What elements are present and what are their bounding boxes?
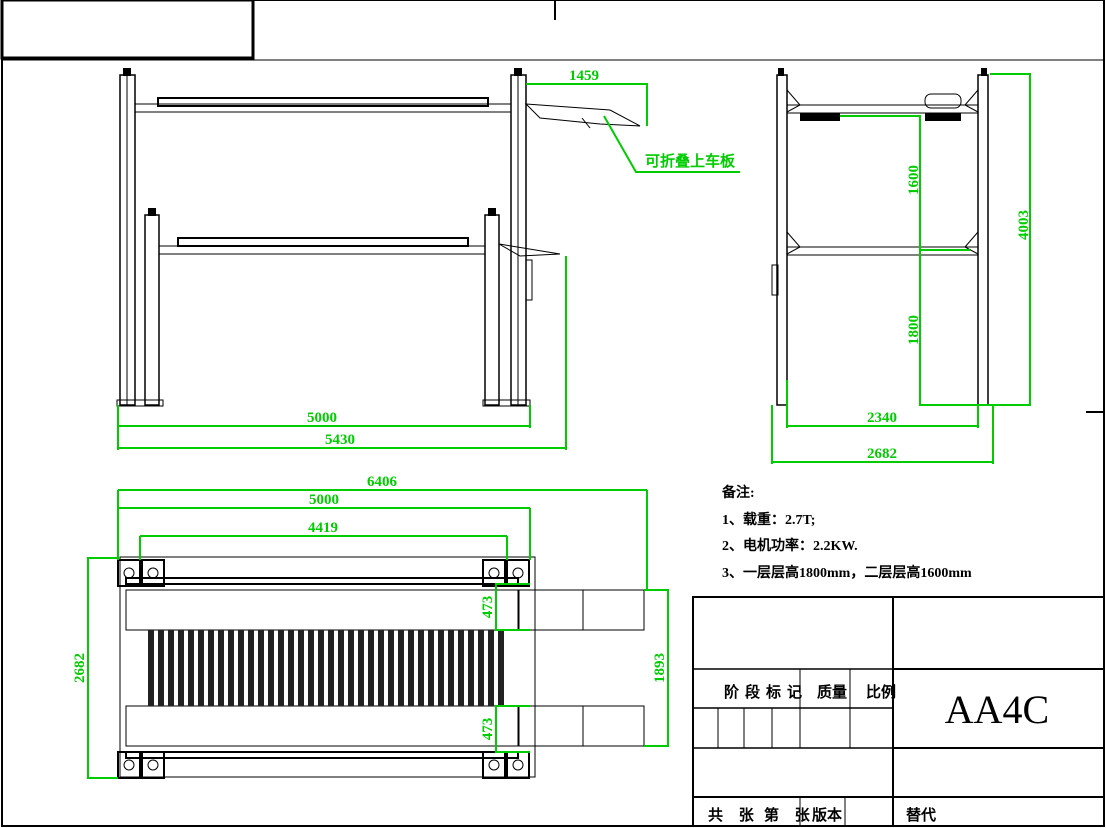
grating-slat <box>268 630 274 706</box>
grating-slat <box>198 630 204 706</box>
grating-slat <box>248 630 254 706</box>
grating-slat <box>378 630 384 706</box>
grating-slat <box>278 630 284 706</box>
tb-model-number: AA4C <box>945 687 1049 732</box>
top-dimensions: 6406 5000 4419 2682 473 473 1893 <box>72 474 669 779</box>
dim-6406: 6406 <box>367 474 398 490</box>
grating-slat <box>418 630 424 706</box>
grating-slat <box>468 630 474 706</box>
dim-4419: 4419 <box>308 520 338 536</box>
tb-version: 版本 <box>812 806 842 824</box>
grating-slat <box>368 630 374 706</box>
grating-slat <box>218 630 224 706</box>
grating-slat <box>338 630 344 706</box>
grating-slat <box>498 630 504 706</box>
dim-5430: 5430 <box>325 432 355 448</box>
grating-slat <box>408 630 414 706</box>
dim-4003: 4003 <box>1016 210 1032 240</box>
note-motor-power: 2、电机功率：2.2KW. <box>722 537 858 554</box>
dim-1800: 1800 <box>906 315 922 345</box>
front-dimensions: 1459 可折叠上车板 5000 5430 <box>117 68 740 450</box>
note-load: 1、载重：2.7T; <box>722 511 815 528</box>
dim-1600: 1600 <box>906 165 922 195</box>
tb-stage-mark: 阶段标记 <box>724 683 808 701</box>
grating-slat <box>328 630 334 706</box>
tb-replaces: 替代 <box>906 806 936 824</box>
grating-slat <box>258 630 264 706</box>
notes: 备注: 1、载重：2.7T; 2、电机功率：2.2KW. 3、一层层高1800m… <box>721 484 972 581</box>
grating-slat <box>308 630 314 706</box>
grating-slat <box>318 630 324 706</box>
grating-slat <box>388 630 394 706</box>
tb-scale: 比例 <box>866 683 896 701</box>
dim-473-lower: 473 <box>480 718 496 741</box>
grating-slat <box>178 630 184 706</box>
dim-2682-top: 2682 <box>72 653 88 683</box>
dim-2682-side: 2682 <box>867 446 897 462</box>
dim-1893: 1893 <box>652 653 668 683</box>
grating-slat <box>488 630 494 706</box>
grating-slat <box>458 630 464 706</box>
grating-slat <box>348 630 354 706</box>
callout-folding-ramp: 可折叠上车板 <box>645 152 736 170</box>
front-view <box>116 68 641 407</box>
notes-heading: 备注: <box>721 484 755 501</box>
side-view <box>771 68 989 406</box>
dim-5000-top: 5000 <box>309 492 339 508</box>
grating-slat <box>358 630 364 706</box>
tb-sheet-no: 第 张 <box>764 806 816 824</box>
dim-5000-front: 5000 <box>307 410 337 426</box>
grating-slat <box>438 630 444 706</box>
title-block: 阶段标记 质量 比例 AA4C 共 张 第 张 版本 替代 <box>692 596 1105 827</box>
note-level-heights: 3、一层层高1800mm，二层层高1600mm <box>722 564 972 581</box>
top-view <box>117 556 645 779</box>
tb-sheets-total: 共 张 <box>708 807 760 824</box>
grating-slat <box>478 630 484 706</box>
dim-1459: 1459 <box>569 68 599 84</box>
grating-slat <box>398 630 404 706</box>
grating-slat <box>298 630 304 706</box>
deck-grating <box>148 630 504 706</box>
dim-473-upper: 473 <box>480 596 496 619</box>
grating-slat <box>228 630 234 706</box>
grating-slat <box>148 630 154 706</box>
grating-slat <box>428 630 434 706</box>
grating-slat <box>238 630 244 706</box>
grating-slat <box>168 630 174 706</box>
tb-mass: 质量 <box>817 683 847 701</box>
grating-slat <box>158 630 164 706</box>
grating-slat <box>448 630 454 706</box>
grating-slat <box>188 630 194 706</box>
side-dimensions: 1600 4003 1800 2340 2682 <box>771 73 1032 464</box>
grating-slat <box>208 630 214 706</box>
dim-2340: 2340 <box>867 410 897 426</box>
grating-slat <box>288 630 294 706</box>
